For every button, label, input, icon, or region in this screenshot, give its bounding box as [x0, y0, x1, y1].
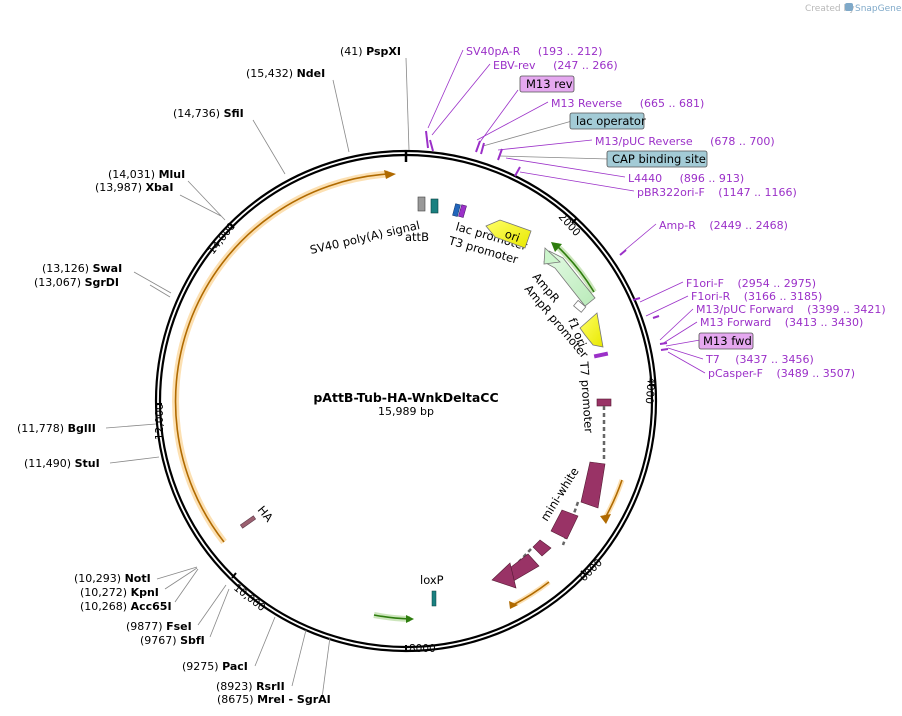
lac-operator-box-label: lac operator — [576, 114, 646, 128]
site-sfii: (14,736) SfiI — [173, 107, 244, 120]
mini-white-exon — [580, 461, 606, 509]
ha-label: HA — [255, 503, 276, 525]
mini-white-feature — [491, 398, 612, 589]
site-swai: (13,126) SwaI — [42, 262, 122, 275]
m13-fwd-box — [698, 332, 754, 350]
orange-orf-arrowhead — [384, 170, 396, 179]
f1-ori-feature — [579, 312, 604, 348]
site-noti: (10,293) NotI — [74, 572, 151, 585]
green-orf-arrowhead — [551, 242, 562, 252]
primer-m13-puc-reverse: M13/pUC Reverse (678 .. 700) — [595, 135, 775, 148]
site-mlui: (14,031) MluI — [108, 168, 185, 181]
site-sbfi: (9767) SbfI — [140, 634, 205, 647]
site-fsei: (9877) FseI — [126, 620, 192, 633]
attb-feature — [430, 198, 439, 214]
tick-mark — [231, 572, 237, 579]
feature-leaders — [482, 120, 610, 160]
m13-fwd-box-label: M13 fwd — [703, 334, 752, 348]
primer-f1ori-f: F1ori-F (2954 .. 2975) — [686, 277, 816, 290]
cap-binding-site-box — [606, 150, 708, 168]
plasmid-name: pAttB-Tub-HA-WnkDeltaCC — [313, 390, 498, 405]
boxed-labels: M13 rev lac operator CAP binding site M1… — [519, 75, 754, 350]
restriction-sites: (41) PspXI (15,432) NdeI (14,736) SfiI (… — [17, 45, 401, 706]
t7-promoter-label: T7 promoter — [577, 360, 596, 433]
primer-m13-forward: M13 Forward (3413 .. 3430) — [700, 316, 863, 329]
credit-brand: SnapGene — [855, 4, 902, 14]
t7-promoter-feature — [593, 351, 609, 359]
loxp-feature — [431, 590, 437, 607]
primer-ebv-rev: EBV-rev (247 .. 266) — [493, 59, 618, 72]
site-kpni: (10,272) KpnI — [80, 586, 159, 599]
site-pspxi: (41) PspXI — [340, 45, 401, 58]
tick-label: 8000 — [409, 643, 436, 655]
tick-label: 6000 — [578, 557, 605, 584]
mini-white-exon — [596, 398, 612, 407]
ampr-arrowhead — [543, 247, 561, 265]
green-orf-bottom-arrowhead — [406, 615, 414, 623]
site-mrei: (8675) MreI - SgrAI — [217, 693, 331, 706]
mini-white-intron — [514, 548, 532, 567]
site-acc65i: (10,268) Acc65I — [80, 600, 172, 613]
orange-orf-arc-halo — [172, 170, 389, 545]
primer-m13-puc-forward: M13/pUC Forward (3399 .. 3421) — [696, 303, 886, 316]
orange-orf-right-arrowhead — [600, 514, 611, 524]
orange-orf-arc — [174, 173, 389, 543]
primer-pbr322ori-f: pBR322ori-F (1147 .. 1166) — [637, 186, 797, 199]
site-rsrii: (8923) RsrII — [216, 680, 285, 693]
primer-amp-r: Amp-R (2449 .. 2468) — [659, 219, 788, 232]
tick-mark — [580, 570, 587, 576]
sv40-polya-feature — [417, 196, 426, 212]
tick-label: 10,000 — [231, 582, 267, 614]
ha-tag-feature — [239, 515, 257, 529]
lac-promoter-feature — [452, 203, 461, 217]
tick-label: 2000 — [556, 211, 583, 239]
lac-operator-box — [569, 112, 645, 130]
plasmid-length: 15,989 bp — [378, 405, 434, 418]
cap-binding-site-box-label: CAP binding site — [612, 152, 706, 166]
top-small-features — [417, 196, 467, 218]
site-bglii: (11,778) BglII — [17, 422, 96, 435]
ampr-promoter-feature — [573, 299, 587, 313]
mini-white-exon — [550, 509, 579, 540]
tick-mark — [571, 218, 577, 224]
site-stui: (11,490) StuI — [24, 457, 100, 470]
primer-m13-reverse: M13 Reverse (665 .. 681) — [551, 97, 704, 110]
m13-rev-box — [519, 75, 575, 93]
primer-t7: T7 (3437 .. 3456) — [705, 353, 814, 366]
site-sgrdi: (13,067) SgrDI — [34, 276, 119, 289]
attb-label: attB — [405, 230, 429, 244]
ori-feature — [485, 219, 532, 249]
primer-marks — [425, 130, 669, 351]
tick-label: 4000 — [643, 377, 657, 405]
primer-pcasper-f: pCasper-F (3489 .. 3507) — [708, 367, 855, 380]
site-xbai: (13,987) XbaI — [95, 181, 173, 194]
primers: SV40pA-R (193 .. 212) EBV-rev (247 .. 26… — [466, 45, 886, 380]
ori-label: ori — [503, 227, 522, 245]
primer-leaders — [427, 49, 706, 374]
t3-promoter-feature — [458, 204, 467, 218]
tick-mark — [229, 223, 235, 229]
tick-label: 12,000 — [154, 403, 166, 440]
mini-white-exon — [532, 539, 552, 557]
orange-orf-bottom-arrowhead — [509, 601, 518, 609]
m13-rev-box-label: M13 rev — [526, 77, 573, 91]
site-paci: (9275) PacI — [182, 660, 248, 673]
mini-white-arrowhead — [491, 562, 517, 589]
credit-prefix: Created by — [805, 4, 855, 14]
snapgene-logo-icon — [845, 3, 853, 11]
site-ndei: (15,432) NdeI — [246, 67, 325, 80]
primer-sv40pa-r: SV40pA-R (193 .. 212) — [466, 45, 602, 58]
loxp-label: loxP — [420, 573, 444, 587]
primer-l4440: L4440 (896 .. 913) — [628, 172, 744, 185]
primer-f1ori-r: F1ori-R (3166 .. 3185) — [691, 290, 822, 303]
site-leaders — [105, 57, 410, 699]
